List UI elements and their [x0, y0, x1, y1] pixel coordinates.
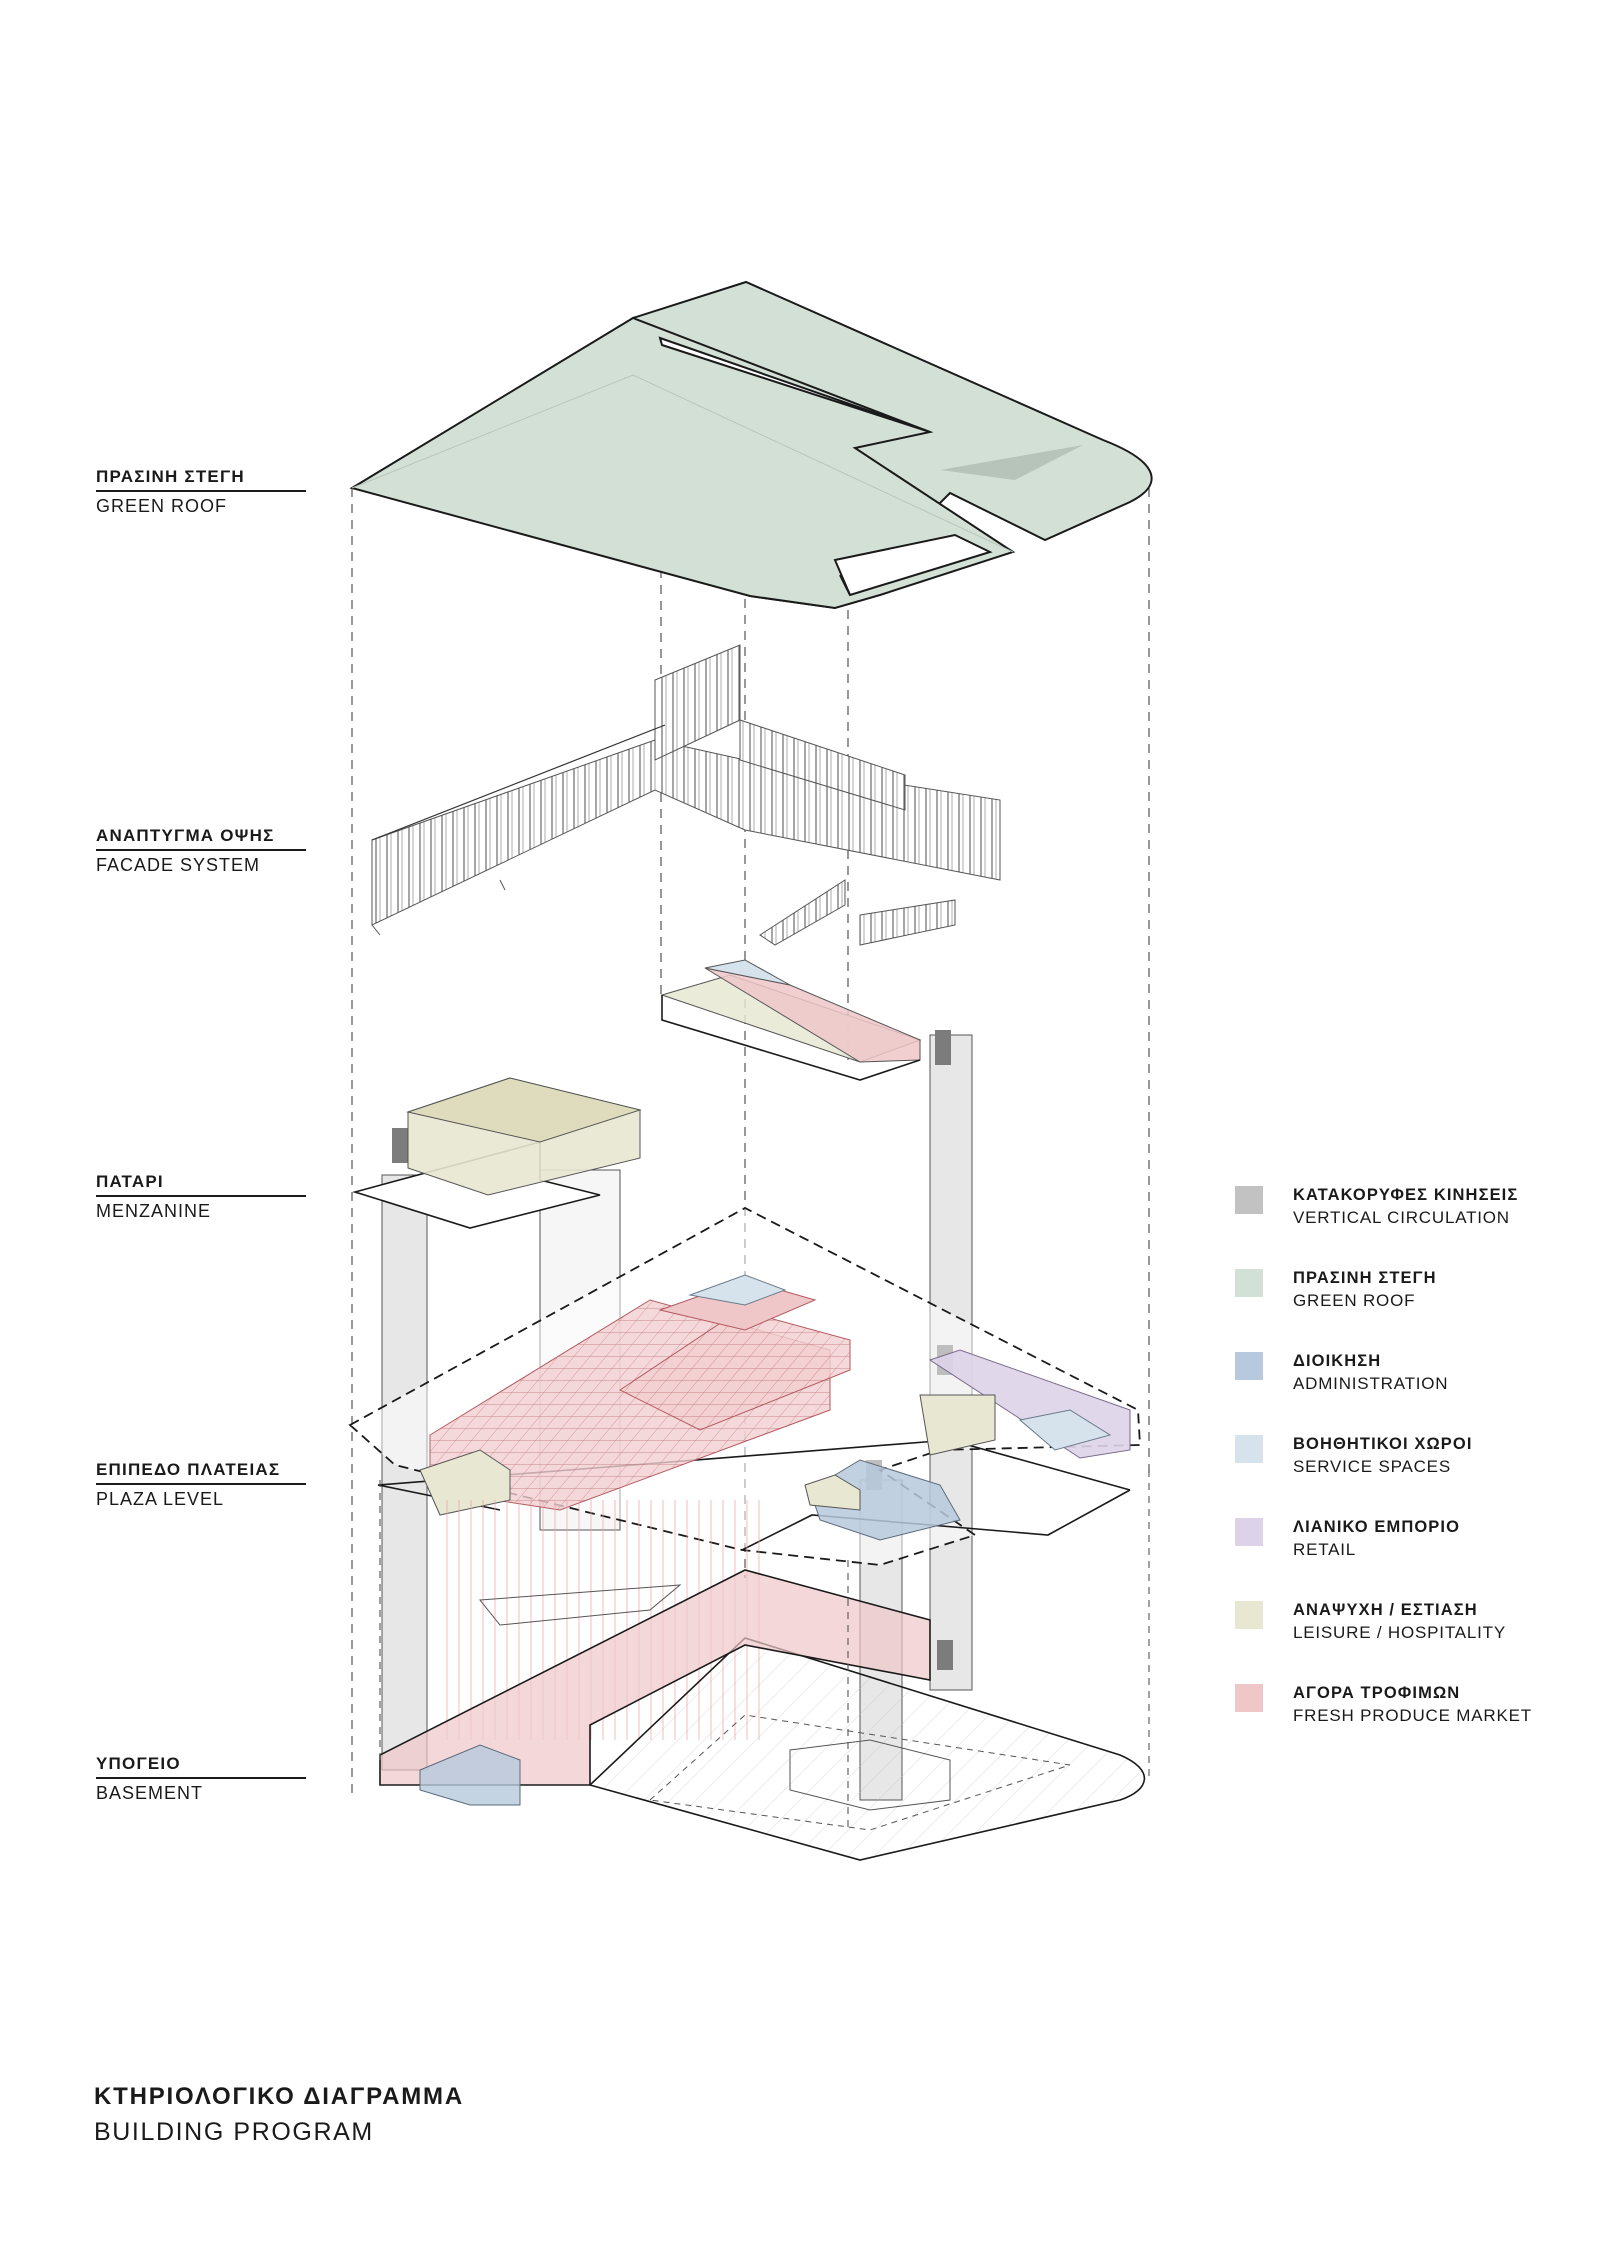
diagram-title-block: ΚΤΗΡΙΟΛΟΓΙΚΟ ΔΙΑΓΡΑΜΜΑ BUILDING PROGRAM: [94, 2083, 464, 2147]
legend-label-en: LEISURE / HOSPITALITY: [1293, 1623, 1506, 1642]
green-roof-slab: [349, 280, 1153, 610]
label-rule: [96, 1195, 306, 1197]
legend-label-gr: ΠΡΑΣΙΝΗ ΣΤΕΓΗ: [1293, 1269, 1437, 1287]
level-connectors: [379, 1470, 1150, 1830]
level-label-plaza: ΕΠΙΠΕΔΟ ΠΛΑΤΕΙΑΣ PLAZA LEVEL: [96, 1460, 306, 1510]
legend-label-en: FRESH PRODUCE MARKET: [1293, 1706, 1532, 1725]
legend-item-fresh-produce-market: ΑΓΟΡΑ ΤΡΟΦΙΜΩΝ FRESH PRODUCE MARKET: [1235, 1683, 1555, 1733]
label-rule: [96, 490, 306, 492]
level-label-en: FACADE SYSTEM: [96, 855, 261, 875]
level-label-facade: ΑΝΑΠΤΥΓΜΑ ΟΨΗΣ FACADE SYSTEM: [96, 826, 306, 876]
legend-swatch: [1235, 1435, 1263, 1463]
level-label-en: GREEN ROOF: [96, 496, 228, 516]
legend-swatch: [1235, 1601, 1263, 1629]
level-label-green-roof: ΠΡΑΣΙΝΗ ΣΤΕΓΗ GREEN ROOF: [96, 467, 306, 517]
level-label-en: MENZANINE: [96, 1201, 212, 1221]
diagram-title-en: BUILDING PROGRAM: [94, 2118, 374, 2146]
level-label-gr: ΥΠΟΓΕΙΟ: [96, 1754, 181, 1773]
label-rule: [96, 1483, 306, 1485]
legend-item-leisure-hospitality: ΑΝΑΨΥΧΗ / ΕΣΤΙΑΣΗ LEISURE / HOSPITALITY: [1235, 1600, 1555, 1650]
legend-label-gr: ΒΟΗΘΗΤΙΚΟΙ ΧΩΡΟΙ: [1293, 1435, 1473, 1453]
legend-label-gr: ΔΙΟΙΚΗΣΗ: [1293, 1352, 1382, 1370]
legend-label-gr: ΑΓΟΡΑ ΤΡΟΦΙΜΩΝ: [1293, 1684, 1461, 1702]
legend-label-gr: ΑΝΑΨΥΧΗ / ΕΣΤΙΑΣΗ: [1293, 1601, 1478, 1619]
level-label-gr: ΑΝΑΠΤΥΓΜΑ ΟΨΗΣ: [96, 826, 275, 845]
legend-label-en: ADMINISTRATION: [1293, 1374, 1449, 1393]
level-label-gr: ΠΑΤΑΡΙ: [96, 1172, 164, 1191]
legend-swatch: [1235, 1518, 1263, 1546]
legend-label-en: GREEN ROOF: [1293, 1291, 1416, 1310]
legend-swatch: [1235, 1269, 1263, 1297]
basement-level: [379, 1569, 1146, 1861]
legend-swatch: [1235, 1684, 1263, 1712]
legend-label-gr: ΛΙΑΝΙΚΟ ΕΜΠΟΡΙΟ: [1293, 1518, 1461, 1536]
level-label-gr: ΠΡΑΣΙΝΗ ΣΤΕΓΗ: [96, 467, 245, 486]
level-label-gr: ΕΠΙΠΕΔΟ ΠΛΑΤΕΙΑΣ: [96, 1460, 281, 1479]
legend-item-service-spaces: ΒΟΗΘΗΤΙΚΟΙ ΧΩΡΟΙ SERVICE SPACES: [1235, 1434, 1555, 1484]
legend-item-retail: ΛΙΑΝΙΚΟ ΕΜΠΟΡΙΟ RETAIL: [1235, 1517, 1555, 1567]
level-label-mezzanine: ΠΑΤΑΡΙ MENZANINE: [96, 1172, 306, 1222]
legend-item-vertical-circulation: ΚΑΤΑΚΟΡΥΦΕΣ ΚΙΝΗΣΕΙΣ VERTICAL CIRCULATIO…: [1235, 1185, 1555, 1235]
legend-label-en: RETAIL: [1293, 1540, 1357, 1559]
upper-program-block: [660, 959, 922, 1081]
label-rule: [96, 1777, 306, 1779]
legend-item-green-roof: ΠΡΑΣΙΝΗ ΣΤΕΓΗ GREEN ROOF: [1235, 1268, 1555, 1318]
legend-label-gr: ΚΑΤΑΚΟΡΥΦΕΣ ΚΙΝΗΣΕΙΣ: [1293, 1186, 1519, 1204]
legend-swatch: [1235, 1186, 1263, 1214]
legend-swatch: [1235, 1352, 1263, 1380]
level-label-en: BASEMENT: [96, 1783, 204, 1803]
level-label-en: PLAZA LEVEL: [96, 1489, 225, 1509]
facade-system: [371, 644, 1001, 946]
label-rule: [96, 849, 306, 851]
level-label-basement: ΥΠΟΓΕΙΟ BASEMENT: [96, 1754, 306, 1804]
mezzanine-level: [352, 1077, 642, 1229]
diagram-title-gr: ΚΤΗΡΙΟΛΟΓΙΚΟ ΔΙΑΓΡΑΜΜΑ: [94, 2083, 464, 2110]
legend-item-administration: ΔΙΟΙΚΗΣΗ ADMINISTRATION: [1235, 1351, 1555, 1401]
legend-label-en: SERVICE SPACES: [1293, 1457, 1451, 1476]
legend-label-en: VERTICAL CIRCULATION: [1293, 1208, 1510, 1227]
